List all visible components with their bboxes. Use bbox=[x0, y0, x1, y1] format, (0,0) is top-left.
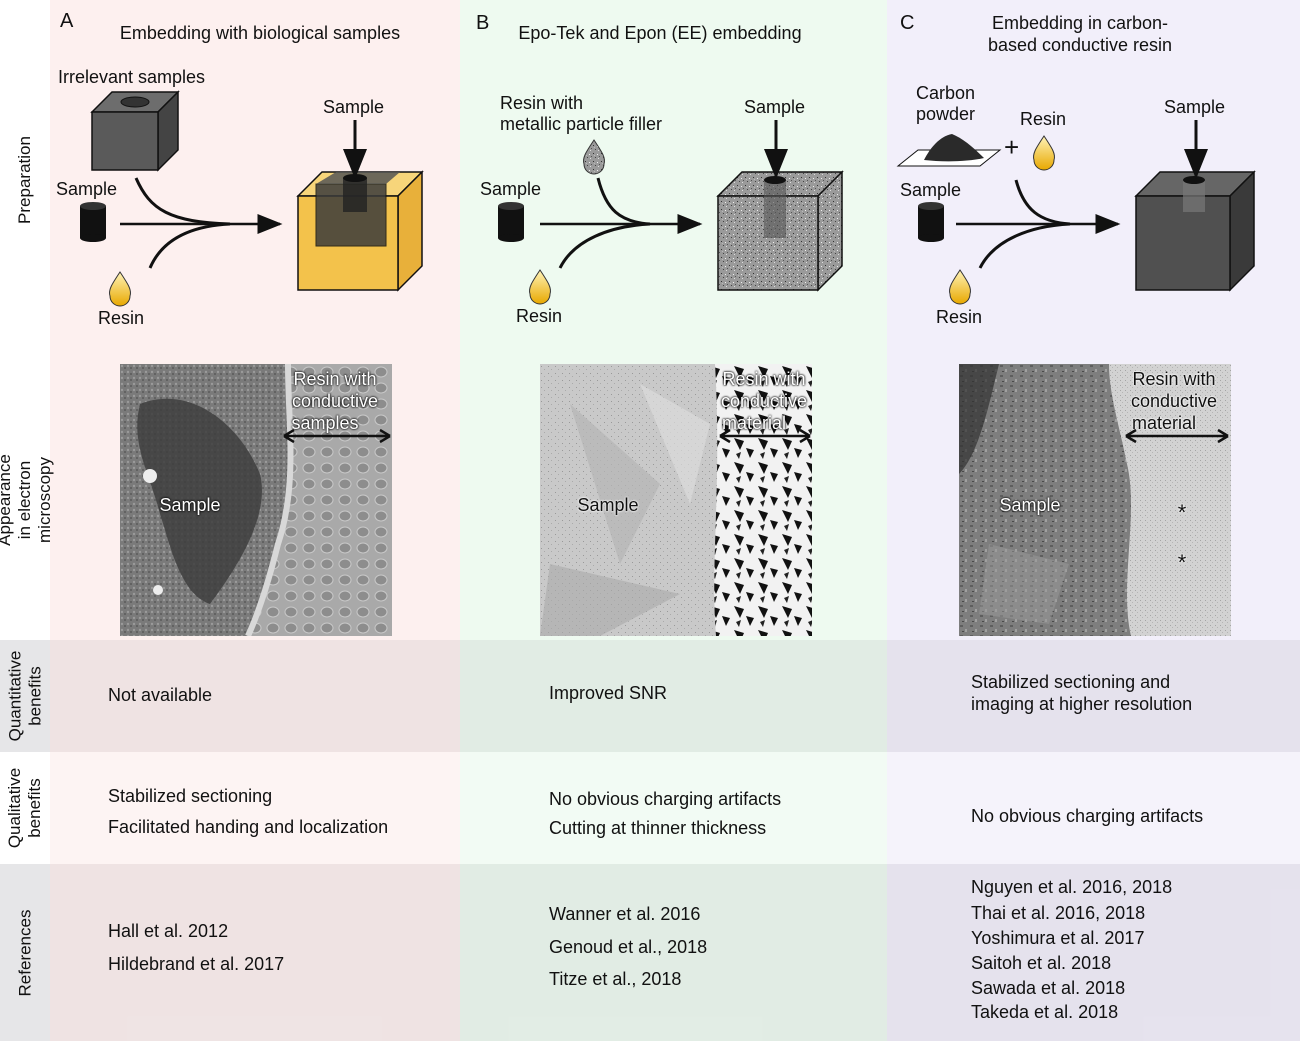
qualitative-band bbox=[0, 752, 1300, 864]
col-b-em-double-arrow bbox=[719, 428, 811, 444]
col-a-em-resin-label-1: Resin with bbox=[293, 369, 377, 389]
col-b-quantitative-1: Improved SNR bbox=[549, 683, 668, 703]
col-c-carbon-powder bbox=[896, 134, 1002, 167]
col-c-title-1: Embedding in carbon- bbox=[991, 13, 1169, 33]
col-c-plus-sign: + bbox=[1004, 132, 1020, 162]
row-label-appearance: Appearance in electron microscopy bbox=[0, 360, 54, 640]
col-b-em-image bbox=[540, 364, 812, 636]
col-c-resin-top-drop bbox=[1033, 135, 1055, 171]
col-b-filler-label-2: metallic particle filler bbox=[500, 114, 663, 134]
col-c-em-image bbox=[959, 364, 1231, 636]
col-c-em-sample-label: Sample bbox=[999, 495, 1061, 515]
col-a-sample-cylinder bbox=[80, 202, 106, 242]
col-b-title: Epo-Tek and Epon (EE) embedding bbox=[518, 23, 802, 43]
col-a-sample-top-label: Sample bbox=[323, 97, 385, 117]
col-a-em-resin-label-3: samples bbox=[291, 413, 359, 433]
col-a-qualitative-1: Stabilized sectioning bbox=[108, 786, 273, 806]
col-b-resin-drop bbox=[529, 269, 551, 305]
col-a-qualitative-2: Facilitated handing and localization bbox=[108, 817, 389, 837]
col-c-sample-top-label: Sample bbox=[1164, 97, 1226, 117]
col-b-sample-cylinder bbox=[498, 202, 524, 242]
col-a-em-resin-label-2: conductive bbox=[291, 391, 379, 411]
col-c-quantitative-1: Stabilized sectioning and bbox=[971, 672, 1171, 692]
quantitative-band bbox=[0, 640, 1300, 752]
col-b-sample-top-label: Sample bbox=[744, 97, 806, 117]
col-c-em-resin-label-2: conductive bbox=[1130, 391, 1218, 411]
col-b-qualitative-2: Cutting at thinner thickness bbox=[549, 818, 767, 838]
col-b-qualitative-1: No obvious charging artifacts bbox=[549, 789, 782, 809]
col-a-reference-2: Hildebrand et al. 2017 bbox=[108, 954, 285, 974]
col-c-reference-6: Takeda et al. 2018 bbox=[971, 1002, 1119, 1022]
col-a-reference-1: Hall et al. 2012 bbox=[108, 921, 229, 941]
col-c-resin-drop bbox=[949, 269, 971, 305]
col-c-em-star-2: * bbox=[1177, 550, 1187, 575]
col-b-em-resin-label-2: conductive bbox=[720, 391, 808, 411]
col-c-carbon-label-1: Carbon bbox=[916, 83, 976, 103]
col-b-em-sample-label: Sample bbox=[577, 495, 639, 515]
col-a-em-double-arrow bbox=[283, 428, 391, 444]
col-c-reference-2: Thai et al. 2016, 2018 bbox=[971, 903, 1146, 923]
col-c-sample-cylinder bbox=[918, 202, 944, 242]
col-b-reference-3: Titze et al., 2018 bbox=[549, 969, 682, 989]
col-b-filler-drop bbox=[583, 139, 605, 175]
col-b-merge-arrow bbox=[540, 177, 703, 269]
col-b-reference-1: Wanner et al. 2016 bbox=[549, 904, 701, 924]
row-label-appearance-text: Appearance in electron microscopy bbox=[0, 454, 54, 546]
col-b-em-resin-label-3: material bbox=[721, 413, 787, 433]
col-c-resin-label: Resin bbox=[936, 307, 983, 327]
col-b-sample-left-label: Sample bbox=[480, 179, 542, 199]
col-c-em-resin-label-3: material bbox=[1131, 413, 1197, 433]
col-a-title: Embedding with biological samples bbox=[119, 23, 401, 43]
col-c-letter: C bbox=[900, 12, 915, 34]
col-a-em-sample-label: Sample bbox=[159, 495, 221, 515]
col-c-em-double-arrow bbox=[1125, 428, 1229, 444]
col-c-sample-left-label: Sample bbox=[900, 180, 962, 200]
col-c-embedded-block bbox=[1134, 170, 1256, 292]
col-a-merge-arrow bbox=[120, 177, 283, 269]
col-c-reference-4: Saitoh et al. 2018 bbox=[971, 953, 1112, 973]
col-c-reference-3: Yoshimura et al. 2017 bbox=[971, 928, 1145, 948]
col-a-irrelevant-cube bbox=[90, 90, 180, 172]
col-a-resin-label: Resin bbox=[98, 308, 145, 328]
col-a-resin-drop bbox=[109, 271, 131, 307]
col-b-resin-label: Resin bbox=[516, 306, 563, 326]
col-a-em-image bbox=[120, 363, 392, 638]
col-c-qualitative-1: No obvious charging artifacts bbox=[971, 806, 1204, 826]
col-c-resin-top-label: Resin bbox=[1020, 109, 1067, 129]
col-a-irrelevant-label: Irrelevant samples bbox=[58, 67, 206, 87]
col-a-embedded-block bbox=[296, 170, 424, 292]
col-c-reference-1: Nguyen et al. 2016, 2018 bbox=[971, 877, 1173, 897]
row-label-quantitative: Quantitative benefits bbox=[0, 640, 50, 752]
col-c-em-star-1: * bbox=[1177, 500, 1187, 525]
col-a-letter: A bbox=[60, 10, 74, 32]
col-b-reference-2: Genoud et al., 2018 bbox=[549, 937, 708, 957]
row-label-qualitative: Qualitative benefits bbox=[0, 752, 50, 864]
preparation-illustrations bbox=[80, 90, 1256, 307]
col-c-reference-5: Sawada et al. 2018 bbox=[971, 978, 1126, 998]
col-c-merge-arrow bbox=[956, 179, 1121, 269]
col-b-filler-label-1: Resin with bbox=[500, 93, 584, 113]
references-band bbox=[0, 864, 1300, 1041]
col-c-em-resin-label-1: Resin with bbox=[1132, 369, 1216, 389]
col-a-quantitative-1: Not available bbox=[108, 685, 213, 705]
col-c-carbon-label-2: powder bbox=[916, 104, 976, 124]
col-b-embedded-block bbox=[716, 170, 844, 292]
col-b-em-resin-label-1: Resin with bbox=[722, 369, 806, 389]
col-c-title-2: based conductive resin bbox=[987, 35, 1173, 55]
row-label-references: References bbox=[0, 864, 50, 1041]
col-b-letter: B bbox=[476, 12, 490, 34]
row-label-preparation: Preparation bbox=[0, 0, 50, 360]
col-c-quantitative-2: imaging at higher resolution bbox=[971, 694, 1193, 714]
col-a-sample-left-label: Sample bbox=[56, 179, 118, 199]
